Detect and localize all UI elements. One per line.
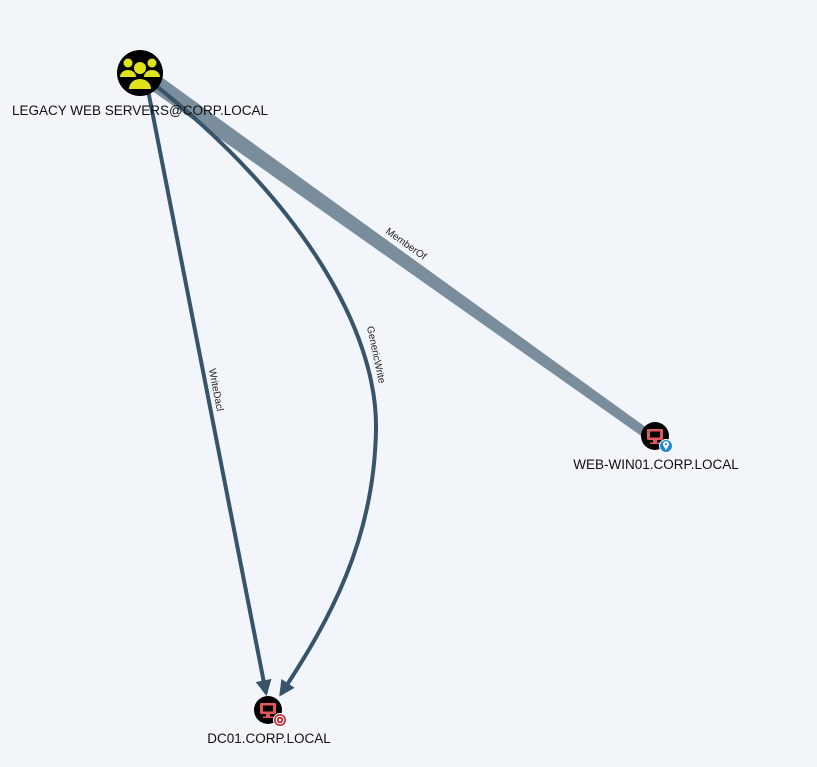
edge-genericwrite[interactable]: GenericWrite — [153, 83, 387, 697]
users-icon — [120, 58, 160, 89]
node-dc01[interactable]: DC01.CORP.LOCAL — [207, 696, 331, 746]
edge-writedacl[interactable]: WriteDacl — [146, 89, 272, 697]
monitor-icon — [647, 429, 663, 444]
monitor-icon — [260, 703, 276, 718]
node-group[interactable]: LEGACY WEB SERVERS@CORP.LOCAL — [12, 50, 269, 118]
node-label-group: LEGACY WEB SERVERS@CORP.LOCAL — [12, 103, 269, 118]
node-label-dc01: DC01.CORP.LOCAL — [207, 731, 331, 746]
node-web-win01[interactable]: WEB-WIN01.CORP.LOCAL — [573, 422, 739, 472]
location-pin-icon — [659, 439, 673, 453]
edge-memberof[interactable]: MemberOf — [148, 76, 651, 440]
edge-label-genericwrite: GenericWrite — [364, 325, 387, 385]
node-label-web-win01: WEB-WIN01.CORP.LOCAL — [573, 457, 739, 472]
target-icon — [273, 713, 287, 727]
